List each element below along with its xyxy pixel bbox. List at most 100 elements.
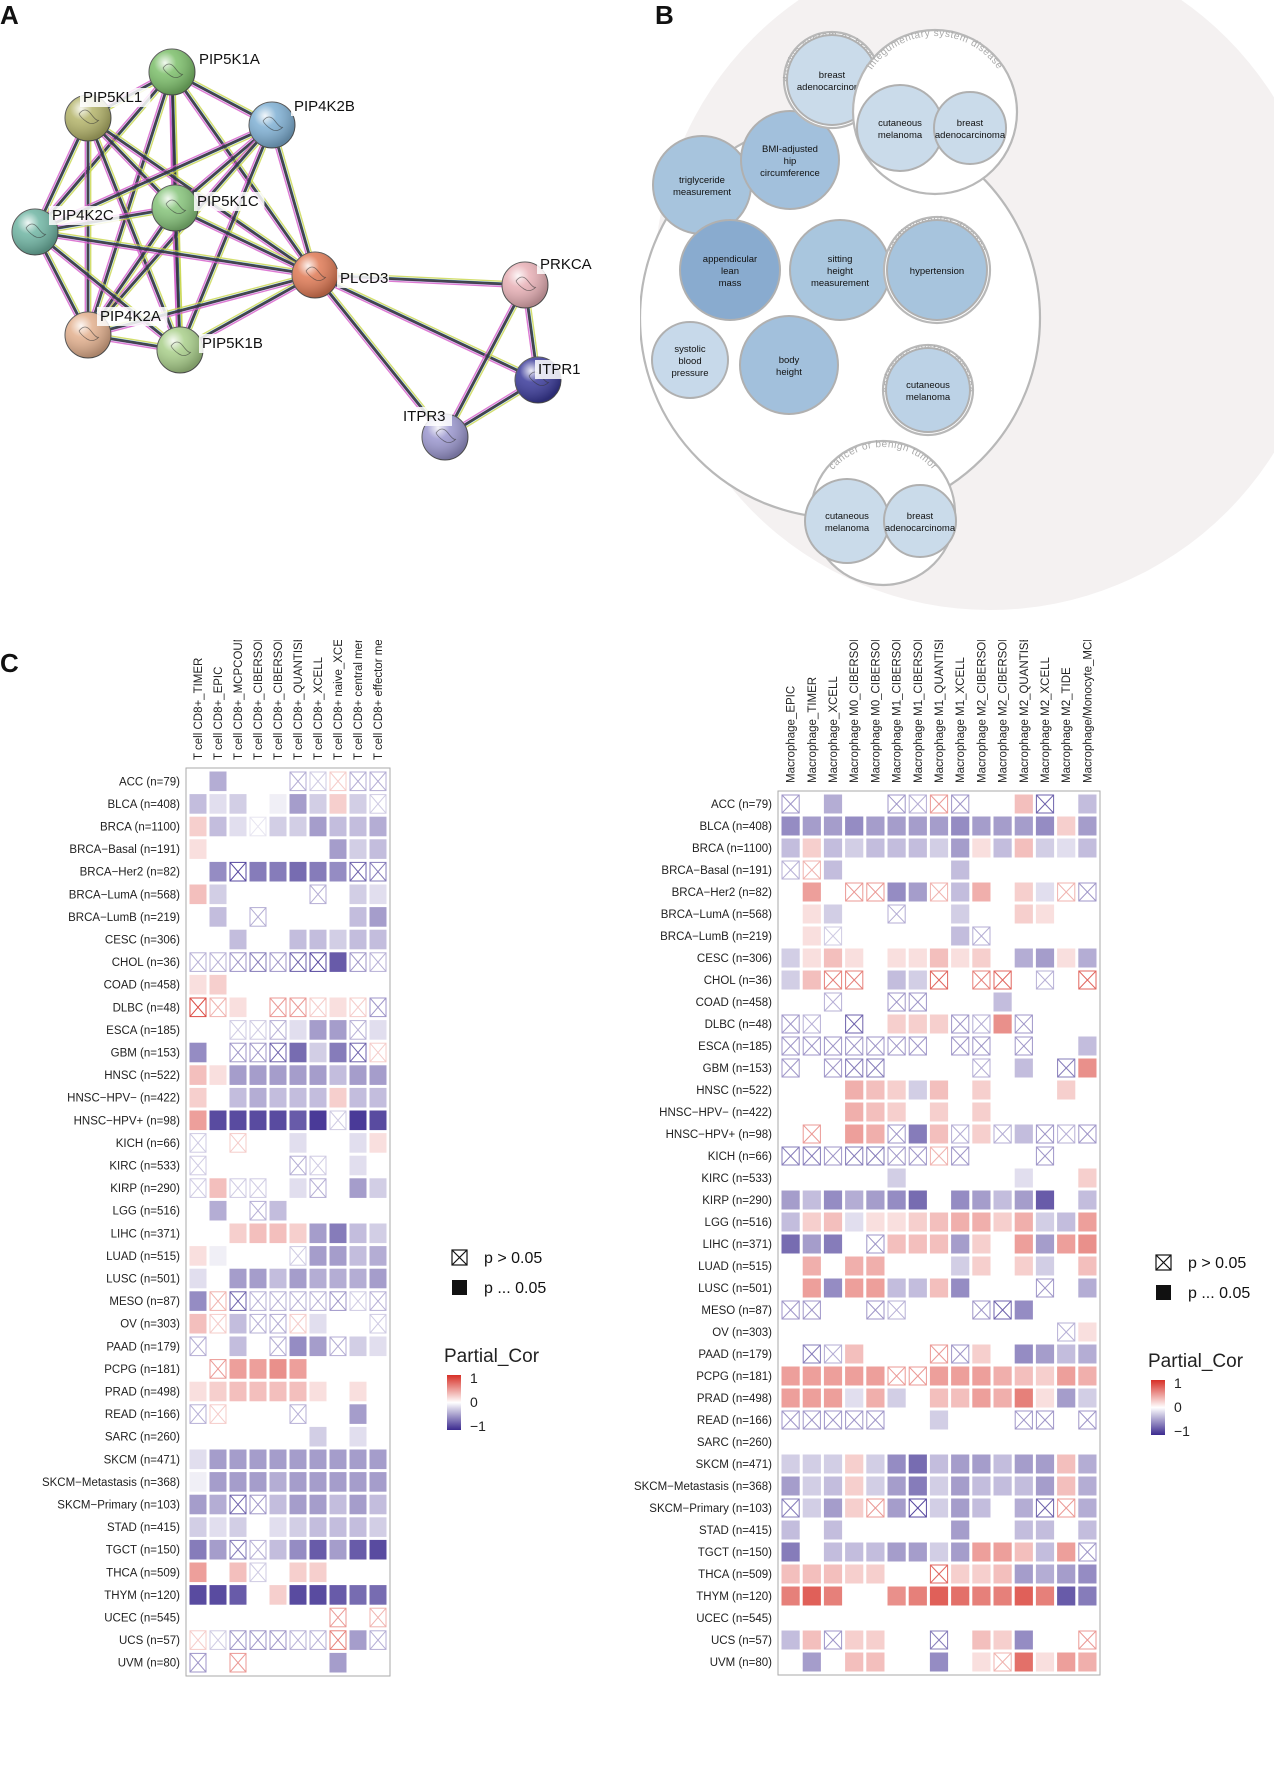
edge-pip5k1a-plcd3 xyxy=(169,70,318,277)
heatmap-cell xyxy=(929,1454,949,1474)
heatmap-cell xyxy=(369,1359,387,1379)
heatmap-cell xyxy=(329,1110,347,1131)
node-pip5k1b[interactable]: PIP5K1B xyxy=(156,326,270,374)
heatmap-cell xyxy=(1057,1014,1076,1034)
node-itpr1[interactable]: ITPR1 xyxy=(514,356,587,404)
y-tick-label: THYM (n=120) xyxy=(696,1591,772,1603)
node-pip4k2b[interactable]: PIP4K2B xyxy=(248,97,362,149)
edge-plcd3-itpr1 xyxy=(313,271,540,384)
heatmap-cell xyxy=(802,816,821,836)
heatmap-cell xyxy=(189,1200,207,1221)
node-pip5k1a[interactable]: PIP5K1A xyxy=(148,48,267,96)
heatmap-cell xyxy=(1035,1630,1055,1650)
heatmap-cell xyxy=(229,974,247,995)
heatmap-cell xyxy=(951,1058,970,1078)
heatmap-cell xyxy=(993,1652,1012,1672)
heatmap-cell xyxy=(349,1133,367,1153)
heatmap-cell xyxy=(189,1336,207,1357)
heatmap-cell xyxy=(229,1381,247,1402)
heatmap-cell xyxy=(229,1607,247,1628)
heatmap-cell xyxy=(309,1426,327,1447)
heatmap-cell xyxy=(349,1313,367,1334)
heatmap-cell xyxy=(781,1102,800,1122)
heatmap-cell xyxy=(908,1234,927,1254)
heatmap-cell xyxy=(802,1432,821,1452)
heatmap-cell xyxy=(929,1366,949,1386)
heatmap-cell xyxy=(1078,882,1097,902)
heatmap-cell xyxy=(289,1539,307,1560)
node-pip4k2c[interactable]: PIP4K2C xyxy=(11,206,120,256)
heatmap-cell xyxy=(802,1124,821,1144)
heatmap-cell xyxy=(249,1449,267,1470)
heatmap-cell xyxy=(845,992,864,1012)
node-itpr3[interactable]: ITPR3 xyxy=(400,407,469,461)
legend-nonsig-label: p > 0.05 xyxy=(1188,1255,1246,1272)
heatmap-cell xyxy=(189,1652,207,1673)
heatmap-cell xyxy=(269,1042,287,1063)
legend-scale-label: 1 xyxy=(470,1370,478,1386)
node-plcd3[interactable]: PLCD3 xyxy=(291,251,389,299)
y-tick-label: LIHC (n=371) xyxy=(703,1239,773,1251)
heatmap-cell xyxy=(845,1124,864,1144)
node-pip5kl1[interactable]: PIP5KL1 xyxy=(64,88,151,142)
node-prkca[interactable]: PRKCA xyxy=(501,255,592,309)
heatmap-cell xyxy=(887,1014,906,1034)
heatmap-cell xyxy=(972,1586,991,1606)
heatmap-cell xyxy=(249,1562,267,1583)
bubble-label: hypertension xyxy=(910,266,964,277)
heatmap-cell xyxy=(802,1630,821,1650)
heatmap-cell xyxy=(369,1133,387,1153)
heatmap-cell xyxy=(993,838,1012,858)
heatmap-cell xyxy=(929,948,949,968)
bubble-hypertension[interactable]: hypertension xyxy=(886,219,988,321)
heatmap-cell xyxy=(269,1178,287,1198)
heatmap-cell xyxy=(866,1586,885,1606)
heatmap-cell xyxy=(1057,1234,1076,1254)
heatmap-cell xyxy=(929,1168,949,1188)
heatmap-cell xyxy=(823,1630,843,1650)
heatmap-cell xyxy=(329,1291,347,1311)
edge-pip4k2b-pip5k1b xyxy=(176,123,276,352)
heatmap-cell xyxy=(1057,882,1076,902)
heatmap-cell xyxy=(929,860,949,880)
heatmap-cell xyxy=(349,1539,367,1560)
heatmap-cell xyxy=(929,794,949,814)
node-pip5k1c[interactable]: PIP5K1C xyxy=(151,184,265,232)
heatmap-cell xyxy=(1078,1124,1097,1144)
heatmap-cell xyxy=(269,1426,287,1447)
heatmap-cell xyxy=(845,1146,864,1166)
heatmap-cell xyxy=(887,926,906,946)
heatmap-cell xyxy=(309,1494,327,1515)
heatmap-cell xyxy=(908,794,927,814)
heatmap-cell xyxy=(209,1630,227,1650)
legend-scale-label: 0 xyxy=(1174,1399,1182,1415)
heatmap-cell xyxy=(908,1366,927,1386)
heatmap-cell xyxy=(349,1426,367,1447)
heatmap-cell xyxy=(349,1200,367,1221)
heatmap-cell xyxy=(1014,1146,1033,1166)
edge-pip4k2b-plcd3 xyxy=(268,124,319,276)
heatmap-cell xyxy=(349,1155,367,1176)
heatmap-cell xyxy=(209,997,227,1018)
heatmap-cell xyxy=(802,1212,821,1232)
y-tick-label: READ (n=166) xyxy=(105,1409,180,1421)
heatmap-cell xyxy=(1014,1124,1033,1144)
heatmap-cell xyxy=(289,1652,307,1673)
node-pip4k2a[interactable]: PIP4K2A xyxy=(64,307,168,359)
heatmap-cell xyxy=(1057,926,1076,946)
heatmap-cell xyxy=(951,948,970,968)
y-tick-label: HNSC−HPV− (n=422) xyxy=(67,1093,180,1105)
heatmap-cell xyxy=(781,970,800,990)
